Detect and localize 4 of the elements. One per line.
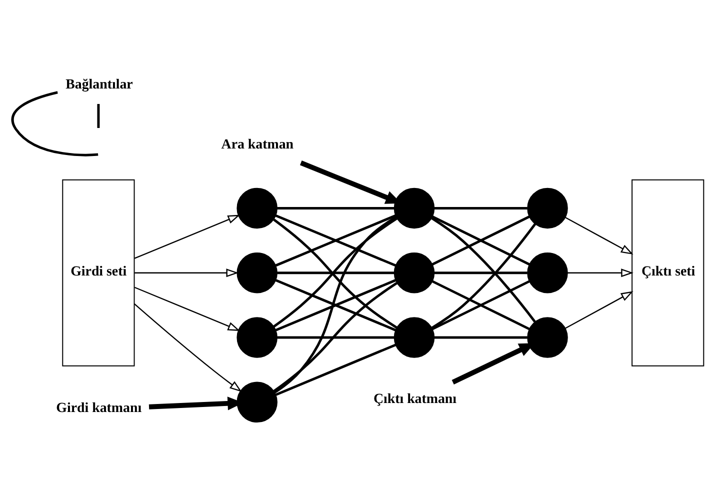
node-text: Çıktı katmanı — [373, 392, 457, 407]
node-text: Girdi katmanı — [56, 400, 142, 416]
node-text: Ara katman — [221, 137, 294, 152]
node-text: Bağlantılar — [66, 78, 133, 93]
